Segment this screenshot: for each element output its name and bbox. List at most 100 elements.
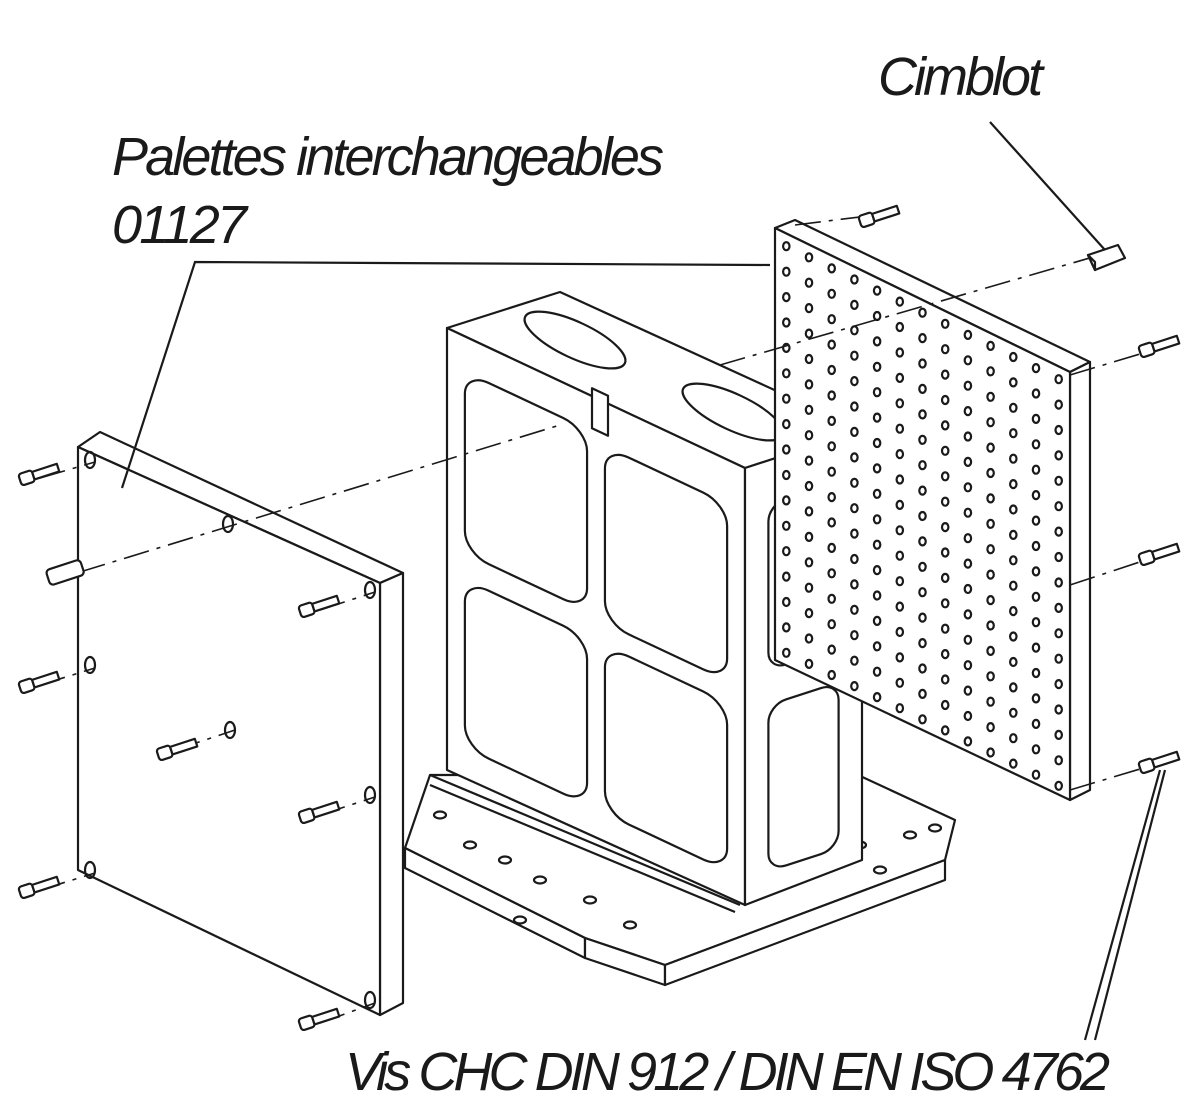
plate-hole — [1010, 607, 1016, 615]
plate-hole — [874, 515, 880, 523]
plate-hole — [1056, 553, 1062, 561]
plate-hole — [1056, 477, 1062, 485]
plate-hole — [829, 646, 835, 654]
plate-hole — [874, 642, 880, 650]
plate-hole — [897, 628, 903, 636]
plate-hole — [783, 649, 789, 657]
plate-hole — [942, 421, 948, 429]
plate-hole — [806, 507, 812, 515]
plate-hole — [1033, 720, 1039, 728]
plate-hole — [806, 609, 812, 617]
plate-hole — [783, 496, 789, 504]
base-hole — [904, 832, 916, 839]
plate-hole — [987, 571, 993, 579]
plate-hole — [874, 668, 880, 676]
plate-hole — [1056, 604, 1062, 612]
plate-hole — [897, 476, 903, 484]
plate-hole — [874, 592, 880, 600]
plate-hole — [987, 672, 993, 680]
plate-hole — [942, 599, 948, 607]
base-hole — [584, 897, 596, 904]
plate-hole — [897, 450, 903, 458]
plate-hole — [806, 457, 812, 465]
plate-hole — [783, 522, 789, 530]
base-hole — [464, 842, 476, 849]
plate-hole — [1010, 353, 1016, 361]
plate-hole — [1056, 629, 1062, 637]
plate-hole — [783, 446, 789, 454]
socket-head-screw — [18, 462, 60, 486]
plate-hole — [829, 519, 835, 527]
plate-hole — [1056, 401, 1062, 409]
plate-hole — [874, 464, 880, 472]
base-hole — [929, 825, 941, 832]
plate-hole — [806, 355, 812, 363]
plate-hole — [1010, 658, 1016, 666]
plate-hole — [987, 444, 993, 452]
plate-hole — [919, 512, 925, 520]
plate-hole — [942, 320, 948, 328]
plate-hole — [1033, 491, 1039, 499]
plate-hole — [965, 737, 971, 745]
socket-head-screw — [1138, 750, 1180, 774]
plate-hole — [965, 585, 971, 593]
label-palettes: Palettes interchangeables — [112, 127, 664, 187]
palettes-leader — [120, 260, 771, 489]
interchangeable-pallet-right — [775, 220, 1090, 800]
plate-hole — [829, 264, 835, 272]
plate-hole — [1033, 618, 1039, 626]
plate-hole — [987, 647, 993, 655]
plate-hole — [1056, 375, 1062, 383]
plate-hole — [942, 523, 948, 531]
plate-hole — [806, 380, 812, 388]
plate-hole — [783, 293, 789, 301]
plate-hole — [829, 468, 835, 476]
plate-hole — [987, 698, 993, 706]
plate-hole — [829, 595, 835, 603]
plate-hole — [783, 598, 789, 606]
plate-hole — [851, 403, 857, 411]
plate-hole — [1010, 506, 1016, 514]
plate-hole — [1056, 782, 1062, 790]
plate-hole — [919, 487, 925, 495]
plate-hole — [965, 458, 971, 466]
plate-hole — [829, 341, 835, 349]
plate-hole — [851, 631, 857, 639]
plate-hole — [783, 319, 789, 327]
plate-hole — [1033, 593, 1039, 601]
plate-hole — [829, 493, 835, 501]
plate-hole — [897, 323, 903, 331]
base-hole — [624, 922, 636, 929]
front-windows — [465, 372, 727, 871]
plate-hole — [965, 712, 971, 720]
plate-hole — [851, 657, 857, 665]
socket-head-screw — [156, 737, 198, 761]
plate-hole — [919, 715, 925, 723]
plate-hole — [783, 471, 789, 479]
plate-hole — [965, 433, 971, 441]
plate-hole — [851, 504, 857, 512]
plate-hole — [987, 723, 993, 731]
plate-hole — [1033, 542, 1039, 550]
plate-hole — [987, 393, 993, 401]
plate-hole — [829, 620, 835, 628]
plate-hole — [874, 287, 880, 295]
plate-hole — [987, 596, 993, 604]
plate-hole — [1010, 531, 1016, 539]
plate-hole — [1056, 655, 1062, 663]
plate-hole — [1010, 582, 1016, 590]
plate-hole — [829, 315, 835, 323]
plate-hole — [1010, 760, 1016, 768]
plate-hole — [942, 676, 948, 684]
plate-hole — [919, 360, 925, 368]
plate-hole — [829, 290, 835, 298]
plate-hole — [829, 366, 835, 374]
plate-hole — [1010, 556, 1016, 564]
plate-hole — [1033, 364, 1039, 372]
plate-hole — [806, 635, 812, 643]
plate-hole — [1056, 451, 1062, 459]
plate-hole — [987, 469, 993, 477]
plate-hole — [851, 276, 857, 284]
plate-hole — [851, 377, 857, 385]
cimblot-leader — [989, 121, 1106, 251]
